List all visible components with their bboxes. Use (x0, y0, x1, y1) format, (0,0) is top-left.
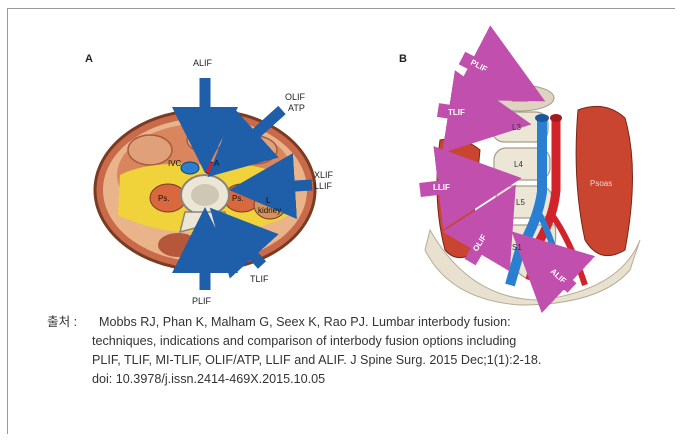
llif-arrow-3d (420, 183, 480, 190)
vena-cava-top (535, 114, 549, 122)
aorta-top (550, 114, 562, 122)
citation-line-2: techniques, indications and comparison o… (47, 332, 657, 351)
psoas-label-3d: Psoas (590, 179, 612, 188)
citation-text-1: Mobbs RJ, Phan K, Malham G, Seex K, Rao … (99, 315, 511, 329)
l3-label: L3 (512, 123, 521, 132)
s1-label: S1 (512, 243, 522, 252)
citation-block: 출처 :Mobbs RJ, Phan K, Malham G, Seex K, … (47, 313, 657, 389)
l5-label: L5 (516, 198, 525, 207)
erector-muscle (437, 139, 480, 258)
l4-label: L4 (514, 160, 523, 169)
tlif-label-3d: TLIF (448, 108, 465, 117)
citation-line-1: 출처 :Mobbs RJ, Phan K, Malham G, Seex K, … (47, 313, 657, 332)
citation-line-4: doi: 10.3978/j.issn.2414-469X.2015.10.05 (47, 370, 657, 389)
citation-prefix: 출처 : (47, 313, 99, 332)
llif-label-3d: LLIF (433, 183, 450, 192)
cage-implant (512, 92, 528, 101)
citation-line-3: PLIF, TLIF, MI-TLIF, OLIF/ATP, LLIF and … (47, 351, 657, 370)
